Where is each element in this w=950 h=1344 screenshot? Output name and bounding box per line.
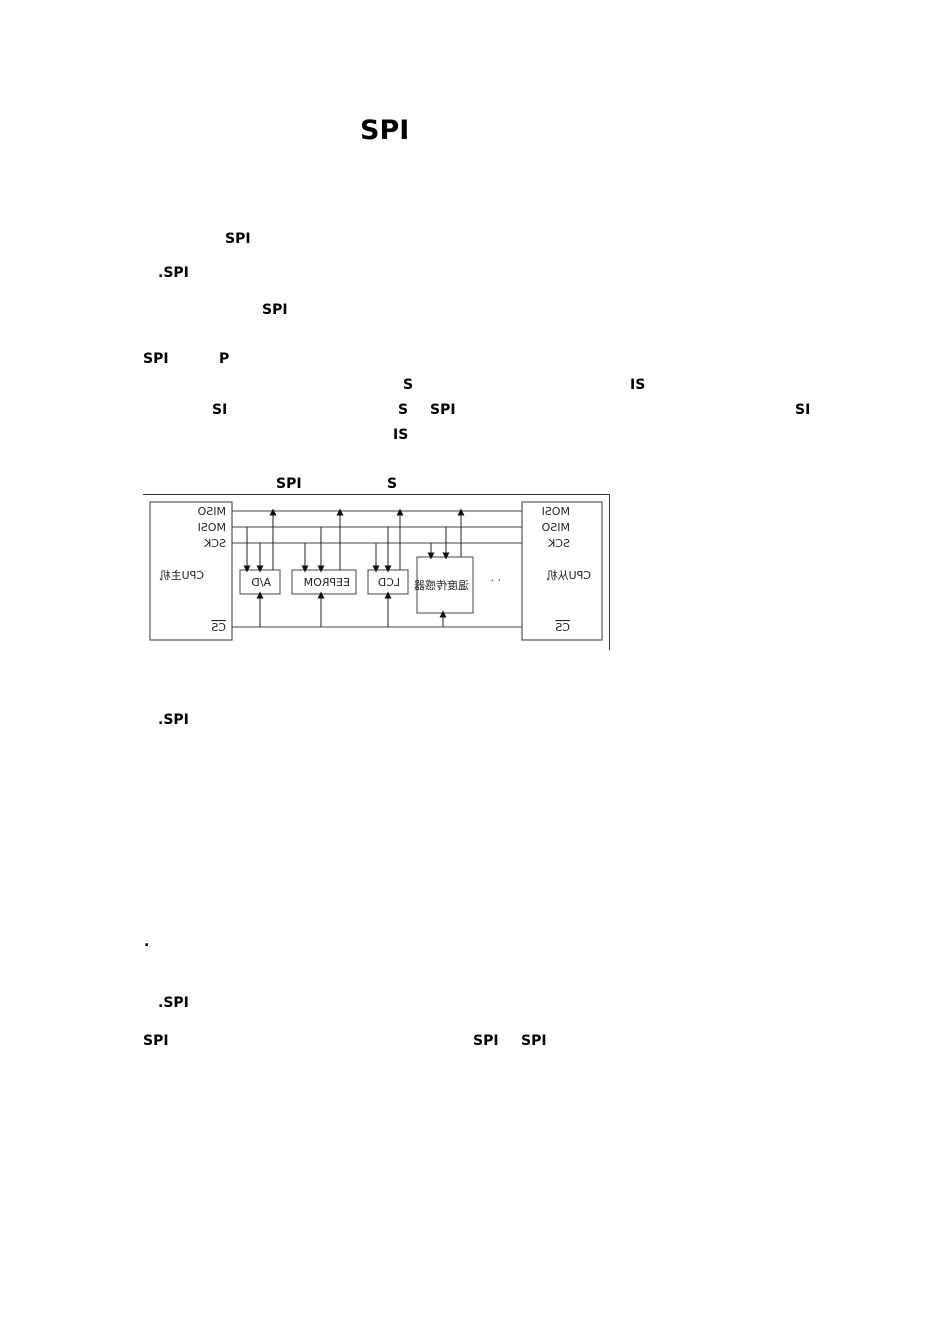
text-fragment: S bbox=[403, 377, 414, 393]
text-fragment: SPI bbox=[225, 231, 251, 247]
text-fragment: S bbox=[398, 402, 409, 418]
master-cpu-box bbox=[149, 501, 233, 641]
device-label-lcd: LCD bbox=[378, 576, 400, 589]
master-signal-mosi: MOSI bbox=[198, 521, 226, 534]
device-ellipsis: · · bbox=[491, 574, 502, 587]
text-fragment: SI bbox=[212, 402, 228, 418]
spi-bus-diagram: MISO MOSI SCK CPU主机 CS MOSI MISO SCK CPU… bbox=[143, 494, 610, 650]
figure-caption: SPI bbox=[276, 476, 302, 492]
device-label-ad: A/D bbox=[251, 576, 271, 589]
device-label-sensor: 温度传感器 bbox=[414, 578, 469, 592]
slave-signal-mosi: MOSI bbox=[542, 505, 570, 518]
section-heading: .SPI bbox=[158, 995, 189, 1011]
section-heading: .SPI bbox=[158, 712, 189, 728]
text-fragment: P bbox=[219, 351, 230, 367]
slave-signal-miso: MISO bbox=[541, 521, 570, 534]
text-fragment: SPI bbox=[143, 351, 169, 367]
master-signal-sck: SCK bbox=[203, 537, 226, 550]
device-box-ad bbox=[239, 569, 281, 595]
text-fragment: SPI bbox=[473, 1033, 499, 1049]
page-title: SPI bbox=[360, 115, 410, 146]
slave-cpu-label: CPU从机 bbox=[547, 568, 591, 582]
device-box-sensor bbox=[416, 556, 474, 614]
figure-caption: S bbox=[387, 476, 398, 492]
slave-signal-sck: SCK bbox=[547, 537, 570, 550]
slave-cpu-box bbox=[521, 501, 603, 641]
section-heading: .SPI bbox=[158, 265, 189, 281]
text-fragment: SPI bbox=[143, 1033, 169, 1049]
text-fragment: SPI bbox=[262, 302, 288, 318]
device-label-eeprom: EEPROM bbox=[304, 576, 350, 589]
master-cs-label: CS bbox=[211, 621, 226, 634]
text-fragment: IS bbox=[393, 427, 409, 443]
text-fragment: IS bbox=[630, 377, 646, 393]
text-fragment: SPI bbox=[430, 402, 456, 418]
text-fragment: . bbox=[144, 934, 150, 950]
master-cpu-label: CPU主机 bbox=[160, 568, 204, 582]
slave-cs-label: CS bbox=[555, 621, 570, 634]
text-fragment: SPI bbox=[521, 1033, 547, 1049]
device-box-lcd bbox=[367, 569, 409, 595]
master-signal-miso: MISO bbox=[197, 505, 226, 518]
text-fragment: SI bbox=[795, 402, 811, 418]
